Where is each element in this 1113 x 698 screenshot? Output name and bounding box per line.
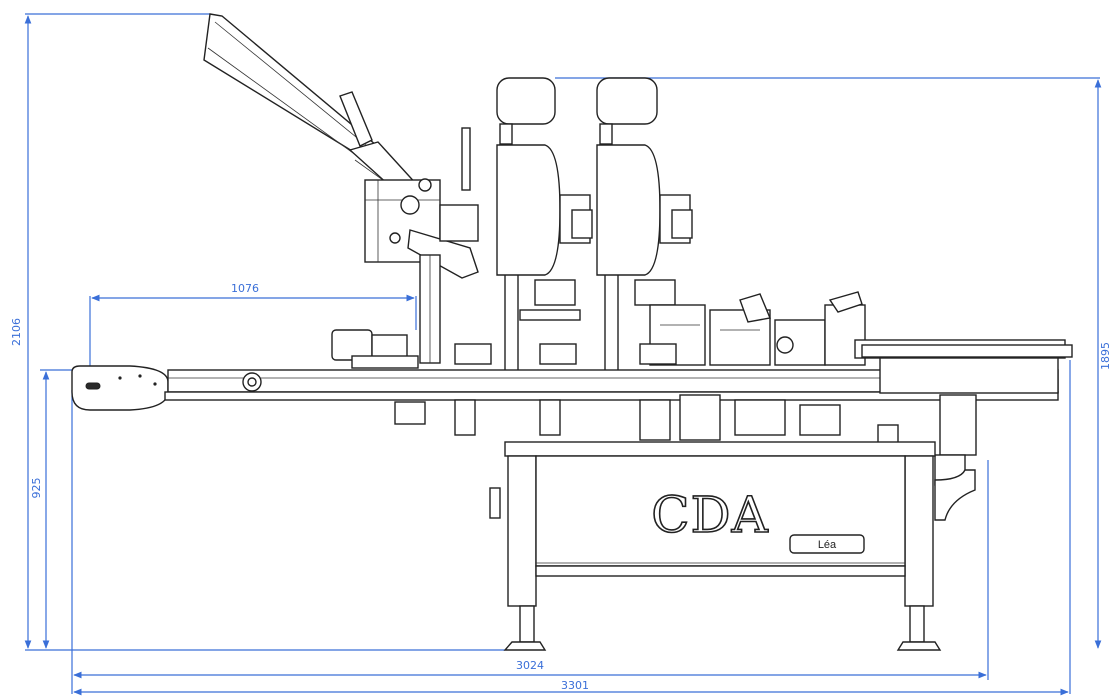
dim-total-height: 2106	[10, 318, 23, 346]
brand-plate: CDA Léa	[650, 485, 865, 554]
chute-mechanism	[364, 127, 479, 364]
dim-frame-length: 3024	[516, 659, 544, 672]
conveyor	[71, 365, 1059, 411]
dim-total-length: 3301	[561, 679, 589, 692]
machine-illustration: CDA Léa	[71, 13, 1073, 651]
under-conveyor-parts	[394, 394, 899, 444]
labeling-head-left	[496, 77, 593, 370]
dim-conveyor-height: 925	[30, 478, 43, 499]
exit-table	[861, 344, 1073, 486]
model-name: Léa	[818, 539, 837, 551]
drive-motor	[331, 329, 677, 369]
dim-infeed-length: 1076	[231, 282, 259, 295]
dim-right-height: 1895	[1099, 342, 1112, 370]
brand-name: CDA	[651, 486, 768, 544]
labeling-head-right	[596, 77, 693, 370]
dimension-labels: 2106 925 1895 1076 3024 3301	[10, 282, 1112, 692]
dimension-lines	[24, 13, 1102, 696]
model-plate	[789, 534, 865, 554]
machine-frame	[489, 441, 976, 651]
